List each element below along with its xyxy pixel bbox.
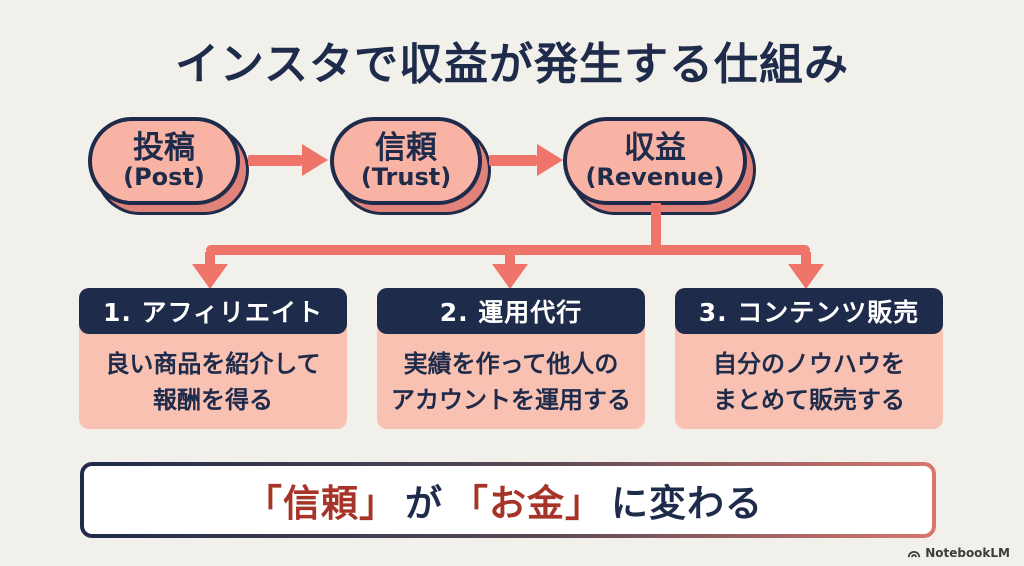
connector-drop — [505, 252, 515, 268]
conclusion-banner: 「信頼」 が 「お金」 に変わる — [80, 462, 936, 538]
down-arrow-icon — [192, 264, 228, 289]
flow-node-revenue-label-jp: 収益 — [624, 129, 686, 166]
connector-stem — [651, 203, 661, 251]
flow-node-trust-label-en: (Trust) — [360, 163, 452, 192]
flow-node-post: 投稿 (Post) — [88, 117, 240, 205]
branch-card-content-sales: 3. コンテンツ販売 自分のノウハウを まとめて販売する — [675, 288, 943, 429]
down-arrow-icon — [492, 264, 528, 289]
flow-node-trust: 信頼 (Trust) — [330, 117, 482, 205]
arrow-shaft — [248, 154, 302, 166]
flow-node-revenue-label-en: (Revenue) — [585, 163, 725, 192]
flow-node-post-label-en: (Post) — [123, 163, 205, 192]
arrow-head — [537, 144, 563, 176]
flow-node-revenue: 収益 (Revenue) — [563, 117, 747, 205]
banner-segment-change: に変わる — [611, 482, 763, 525]
conclusion-banner-text: 「信頼」 が 「お金」 に変わる — [84, 466, 932, 534]
branch-card-body: 良い商品を紹介して 報酬を得る — [79, 324, 347, 429]
banner-segment-trust: 「信頼」 — [245, 482, 397, 525]
watermark-label: NotebookLM — [925, 546, 1010, 560]
branch-card-body-line: 良い商品を紹介して — [105, 350, 321, 378]
flow-node-post-label-jp: 投稿 — [133, 129, 195, 166]
down-arrow-icon — [788, 264, 824, 289]
connector-drop — [801, 252, 811, 268]
branch-card-body-line: 実績を作って他人の — [403, 350, 619, 378]
page-title: インスタで収益が発生する仕組み — [174, 39, 850, 90]
branch-card-body: 実績を作って他人の アカウントを運用する — [377, 324, 645, 429]
branch-card-body-line: アカウントを運用する — [391, 386, 631, 414]
arrow-head — [302, 144, 328, 176]
arrow-shaft — [489, 154, 537, 166]
banner-segment-money: 「お金」 — [451, 482, 603, 525]
flow-node-trust-label-jp: 信頼 — [375, 129, 437, 166]
right-arrow-icon — [489, 144, 563, 176]
right-arrow-icon — [248, 144, 328, 176]
branch-card-header: 3. コンテンツ販売 — [675, 288, 943, 334]
branch-card-body-line: まとめて販売する — [713, 386, 905, 414]
branch-card-affiliate: 1. アフィリエイト 良い商品を紹介して 報酬を得る — [79, 288, 347, 429]
connector-drop — [205, 252, 215, 268]
branch-card-account-management: 2. 運用代行 実績を作って他人の アカウントを運用する — [377, 288, 645, 429]
branch-card-body-line: 自分のノウハウを — [713, 350, 905, 378]
banner-segment-ga: が — [405, 482, 443, 525]
branch-card-header: 1. アフィリエイト — [79, 288, 347, 334]
branch-card-body: 自分のノウハウを まとめて販売する — [675, 324, 943, 429]
watermark: NotebookLM — [907, 546, 1010, 560]
connector-bar — [206, 245, 810, 255]
branch-card-header: 2. 運用代行 — [377, 288, 645, 334]
notebooklm-logo-icon — [907, 547, 921, 559]
branch-card-body-line: 報酬を得る — [153, 386, 273, 414]
